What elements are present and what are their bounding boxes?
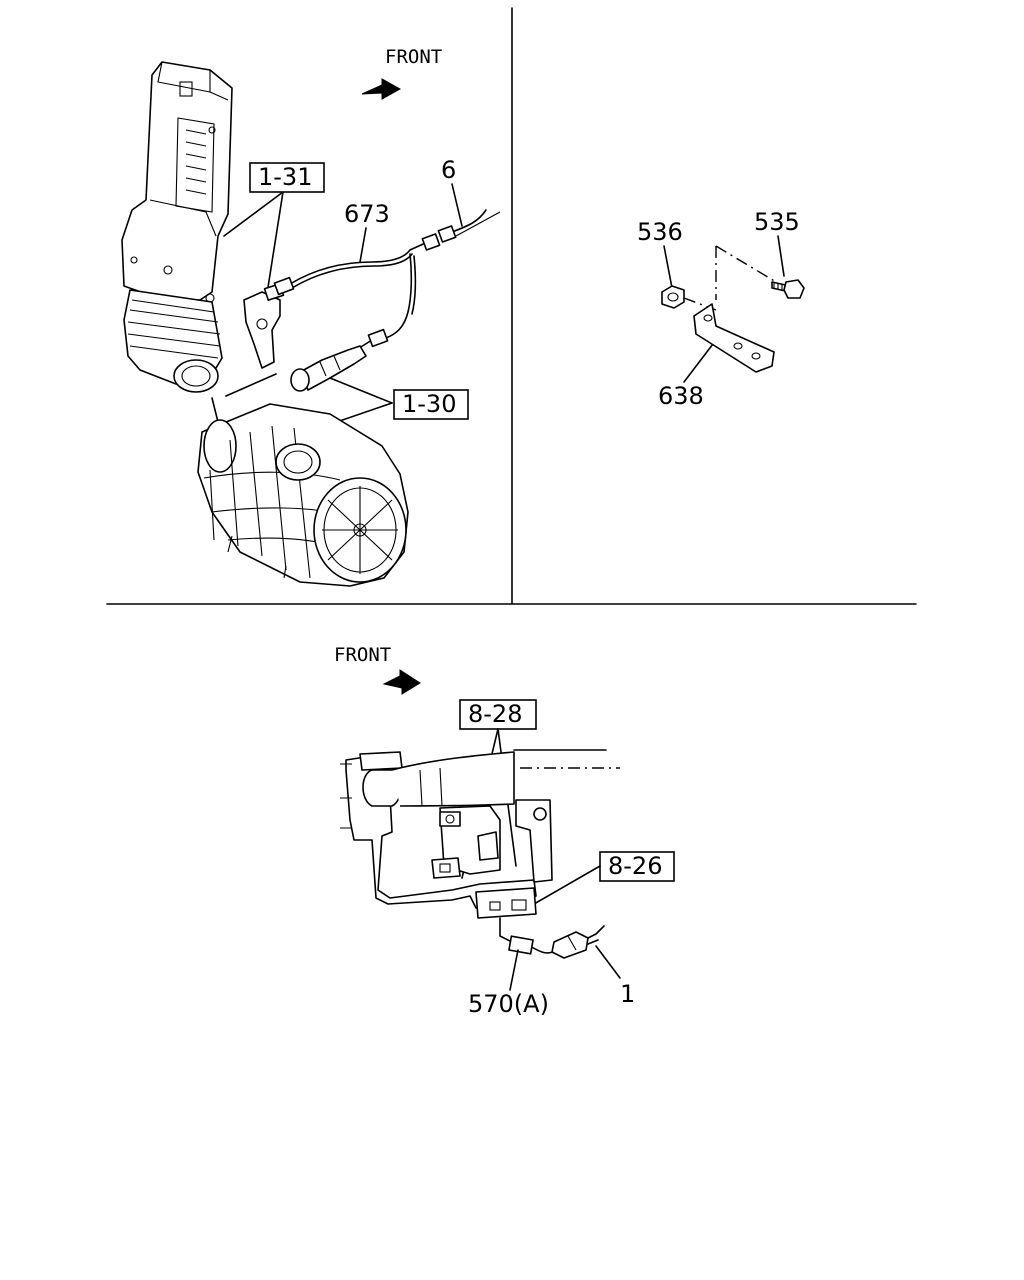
- ref-box-8-26: 8-26: [599, 851, 675, 882]
- ref-label-1-30: 1-30: [402, 390, 456, 418]
- leader-570a: [509, 949, 519, 991]
- part-label-638: 638: [658, 382, 704, 410]
- front-label-bottom: FRONT: [334, 644, 391, 666]
- part-label-1: 1: [620, 980, 635, 1008]
- front-arrow-top: [361, 78, 402, 100]
- air-intake-duct: [121, 61, 233, 393]
- bracket-638: [693, 303, 775, 373]
- leader-536: [663, 245, 673, 289]
- wiring-harness: [273, 209, 501, 351]
- ref-label-8-26: 8-26: [608, 852, 662, 880]
- part-label-536: 536: [637, 218, 683, 246]
- temperature-sensor: [290, 345, 367, 392]
- nut-536: [661, 285, 685, 309]
- ref-label-8-28: 8-28: [468, 700, 522, 728]
- ref-1-31-leaders: [223, 191, 284, 301]
- part-label-6: 6: [441, 156, 456, 184]
- leader-638: [683, 339, 717, 383]
- ref-box-8-28: 8-28: [459, 699, 537, 730]
- front-label-top: FRONT: [385, 46, 442, 68]
- leader-6: [451, 183, 463, 227]
- front-arrow-bottom: [382, 669, 421, 695]
- leader-8-26: [533, 865, 601, 905]
- leader-1: [595, 945, 621, 979]
- bolt-535: [771, 279, 805, 299]
- part-label-535: 535: [754, 208, 800, 236]
- connector-harness: [499, 917, 605, 959]
- leader-535: [777, 235, 785, 277]
- ref-box-1-30: 1-30: [393, 389, 469, 420]
- ref-label-1-31: 1-31: [258, 163, 312, 191]
- front-direction-bottom: FRONT: [334, 644, 421, 695]
- part-label-673: 673: [344, 200, 390, 228]
- ref-box-1-31: 1-31: [249, 162, 325, 193]
- leader-673: [359, 227, 367, 263]
- bolt-axis-line: [715, 245, 777, 300]
- air-cleaner-housing: [197, 403, 409, 587]
- mounting-assembly: [340, 749, 620, 919]
- link-line-a: [225, 373, 277, 397]
- part-label-570a: 570(A): [468, 990, 549, 1018]
- front-direction-top: FRONT: [361, 46, 442, 100]
- sensor-clamp: [243, 283, 285, 369]
